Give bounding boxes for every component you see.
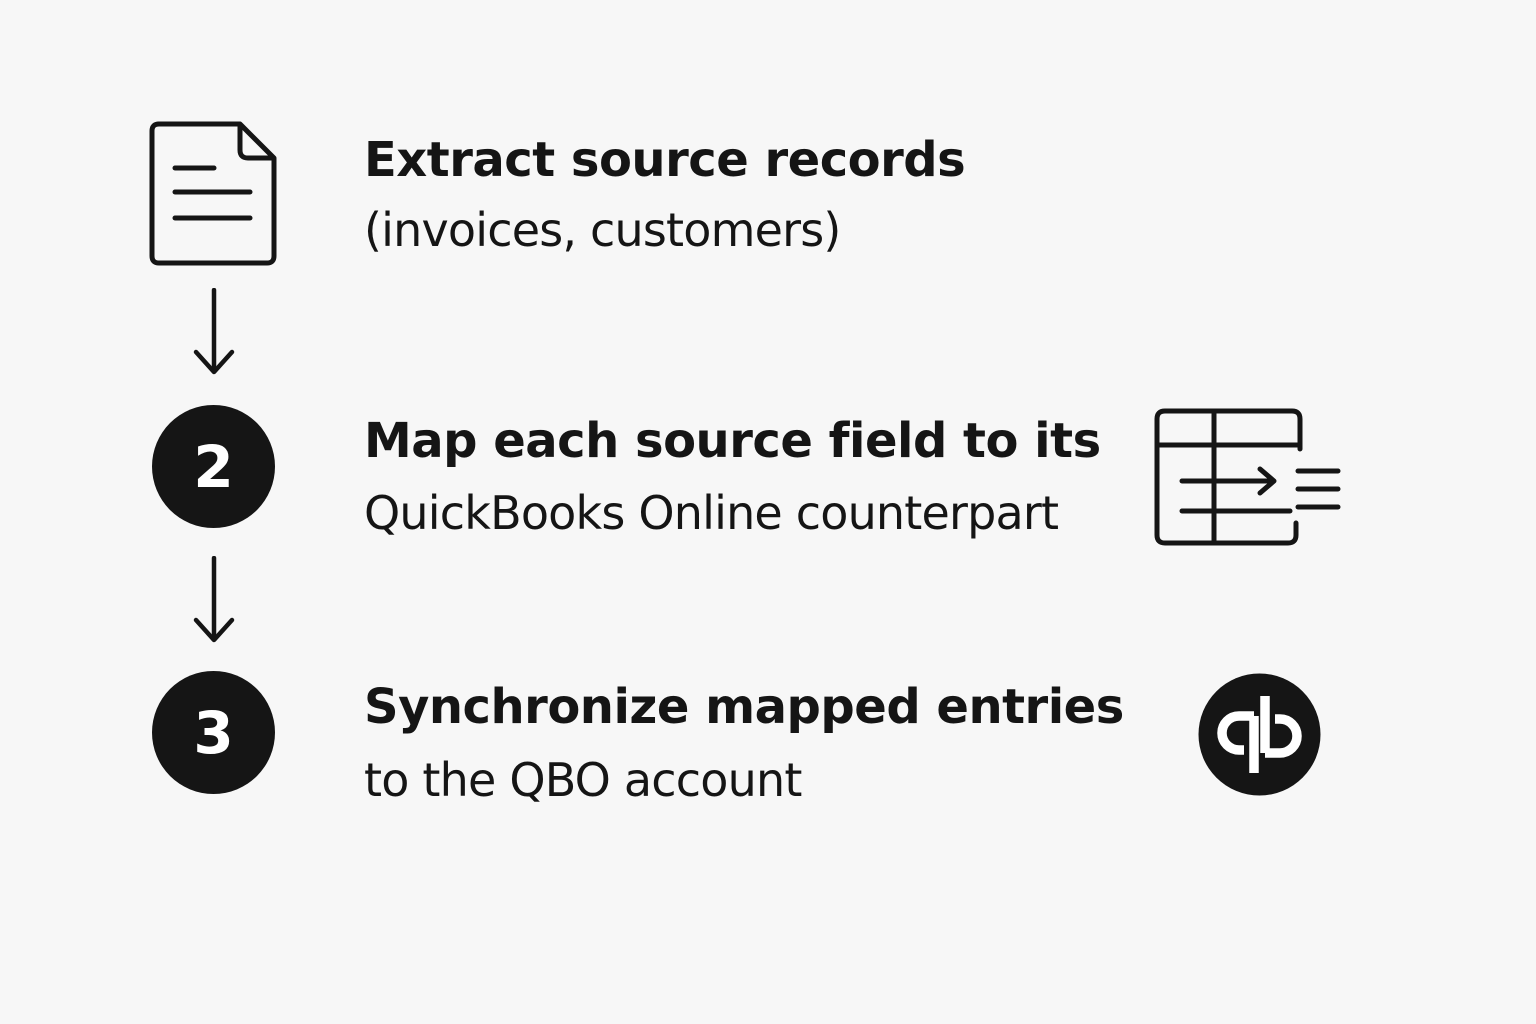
step-1-title: Extract source records <box>364 132 966 188</box>
step-2-description: QuickBooks Online counterpart <box>364 486 1059 540</box>
field-mapping-table-icon <box>1150 405 1345 550</box>
step-2-number-badge: 2 <box>152 405 275 528</box>
down-arrow-icon <box>190 288 238 378</box>
quickbooks-logo-icon <box>1198 673 1321 796</box>
step-3-description: to the QBO account <box>364 753 802 807</box>
down-arrow-icon <box>190 556 238 646</box>
step-3-number-badge: 3 <box>152 671 275 794</box>
document-icon <box>148 120 278 268</box>
step-3-title: Synchronize mapped entries <box>364 679 1124 735</box>
step-2-title: Map each source field to its <box>364 413 1101 469</box>
step-1-description: (invoices, customers) <box>364 203 841 257</box>
